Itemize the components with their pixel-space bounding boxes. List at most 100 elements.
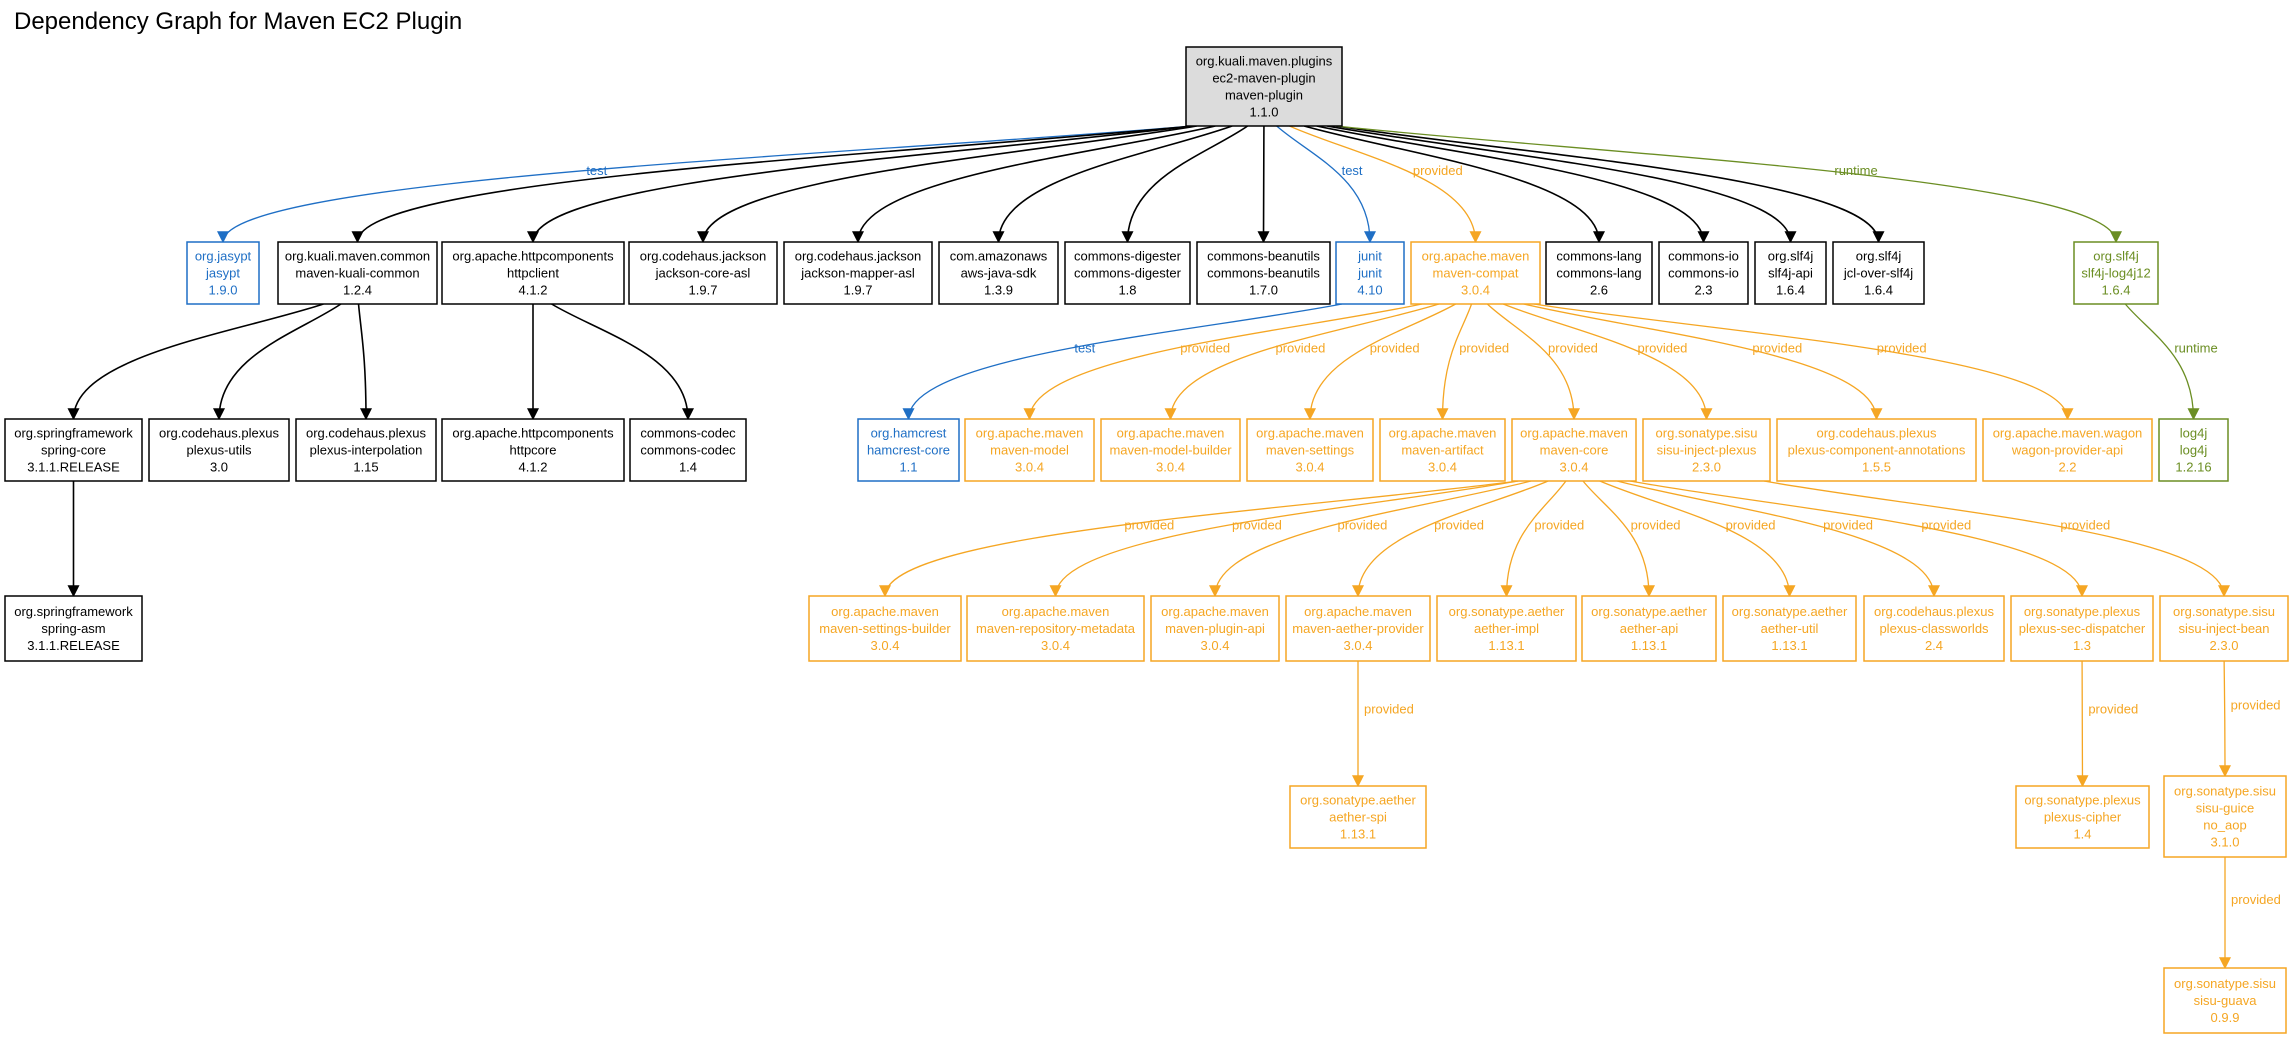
- node-label-line: 3.0.4: [1296, 460, 1325, 475]
- node-label-line: 0.9.9: [2211, 1010, 2240, 1025]
- node-wagon: org.apache.maven.wagonwagon-provider-api…: [1982, 418, 2153, 482]
- edge-root-to-jasypt: [217, 125, 1193, 244]
- node-label-line: 3.0.4: [1201, 638, 1230, 653]
- node-label-line: 1.13.1: [1631, 638, 1667, 653]
- node-label-line: org.apache.maven: [1256, 426, 1364, 441]
- node-label-line: commons-lang: [1556, 249, 1641, 264]
- edge-httpclient-to-codec: [551, 303, 694, 421]
- node-label-line: org.sonatype.plexus: [2024, 793, 2141, 808]
- node-box: [1545, 241, 1653, 305]
- node-label-line: 2.3.0: [1692, 460, 1721, 475]
- node-label-line: plexus-classworlds: [1879, 621, 1989, 636]
- node-label-line: 3.0: [210, 460, 228, 475]
- node-label-line: slf4j-api: [1768, 266, 1813, 281]
- node-label-line: aether-spi: [1329, 810, 1387, 825]
- node-label-line: org.apache.httpcomponents: [452, 426, 614, 441]
- edge-label-maven_core-to-aether_api: provided: [1631, 518, 1681, 533]
- node-label-line: org.codehaus.plexus: [159, 426, 279, 441]
- edge-label-sisu_bean-to-sisu_guice: provided: [2231, 698, 2281, 713]
- node-label-line: org.codehaus.jackson: [795, 249, 921, 264]
- node-box: [277, 241, 438, 305]
- node-box: [1246, 418, 1374, 482]
- node-label-line: org.apache.maven: [1389, 426, 1497, 441]
- node-label-line: 2.2: [2058, 460, 2076, 475]
- node-label-line: 1.9.7: [844, 283, 873, 298]
- node-label-line: org.jasypt: [195, 249, 252, 264]
- node-label-line: 1.9.0: [209, 283, 238, 298]
- edge-maven_core-to-aether_impl: [1500, 480, 1567, 598]
- edge-label-root-to-jasypt: test: [586, 163, 607, 178]
- node-label-line: com.amazonaws: [950, 249, 1048, 264]
- edge-label-compat-to-maven_model: provided: [1180, 341, 1230, 356]
- node-label-line: 1.7.0: [1249, 283, 1278, 298]
- node-label-line: maven-kuali-common: [295, 266, 419, 281]
- edge-compat-to-comp_annot: [1523, 303, 1883, 421]
- node-box: [1581, 595, 1717, 662]
- node-box: [2158, 418, 2229, 482]
- node-box: [2159, 595, 2289, 662]
- node-label-line: jackson-mapper-asl: [800, 266, 915, 281]
- node-label-line: 1.3.9: [984, 283, 1013, 298]
- node-label-line: maven-plugin-api: [1165, 621, 1265, 636]
- edge-sisu_bean-to-sisu_guice: [2218, 660, 2231, 778]
- node-box: [148, 418, 290, 482]
- node-box: [1863, 595, 2005, 662]
- node-label-line: maven-settings: [1266, 443, 1355, 458]
- node-label-line: 1.3: [2073, 638, 2091, 653]
- node-repo_meta: org.apache.mavenmaven-repository-metadat…: [966, 595, 1145, 662]
- edge-root-to-httpclient: [527, 125, 1193, 244]
- node-label-line: sisu-inject-bean: [2178, 621, 2269, 636]
- edge-label-maven_core-to-settings_builder: provided: [1124, 518, 1174, 533]
- node-label-line: 3.0.4: [1041, 638, 1070, 653]
- node-box: [1722, 595, 1857, 662]
- node-box: [1436, 595, 1577, 662]
- edge-label-root-to-slf4j_log4j: runtime: [1834, 163, 1877, 178]
- node-label-line: plexus-component-annotations: [1788, 443, 1966, 458]
- node-label-line: sisu-inject-plexus: [1657, 443, 1757, 458]
- node-label-line: 1.6.4: [1776, 283, 1805, 298]
- node-label-line: org.sonatype.aether: [1591, 604, 1707, 619]
- node-box: [1658, 241, 1749, 305]
- nodes-layer: org.kuali.maven.pluginsec2-maven-pluginm…: [4, 46, 2289, 1034]
- node-label-line: 1.2.4: [343, 283, 372, 298]
- edge-root-to-digester: [1121, 125, 1249, 244]
- edge-label-compat-to-wagon: provided: [1877, 341, 1927, 356]
- node-box: [1832, 241, 1925, 305]
- edge-compat-to-maven_artifact: [1436, 303, 1473, 421]
- node-label-line: sisu-guice: [2196, 801, 2255, 816]
- node-label-line: maven-compat: [1433, 266, 1519, 281]
- node-label-line: 3.1.1.RELEASE: [27, 638, 120, 653]
- edge-root-to-kuali_common: [351, 125, 1193, 244]
- edge-maven_core-to-settings_builder: [879, 480, 1519, 598]
- edge-label-sec_disp-to-cipher: provided: [2088, 701, 2138, 716]
- node-root: org.kuali.maven.pluginsec2-maven-pluginm…: [1185, 46, 1343, 127]
- node-box: [2010, 595, 2154, 662]
- node-label-line: org.kuali.maven.common: [285, 249, 430, 264]
- edge-root-to-compat: [1289, 125, 1482, 244]
- node-label-line: org.slf4j: [1768, 249, 1814, 264]
- node-label-line: org.sonatype.aether: [1732, 604, 1848, 619]
- node-label-line: org.codehaus.jackson: [640, 249, 766, 264]
- node-jackson_core: org.codehaus.jacksonjackson-core-asl1.9.…: [628, 241, 778, 305]
- node-label-line: org.codehaus.plexus: [306, 426, 426, 441]
- node-box: [857, 418, 960, 482]
- node-box: [1285, 595, 1431, 662]
- node-box: [441, 241, 625, 305]
- node-label-line: 1.15: [353, 460, 378, 475]
- node-label-line: commons-io: [1668, 266, 1739, 281]
- node-label-line: maven-artifact: [1401, 443, 1484, 458]
- node-box: [441, 418, 625, 482]
- node-label-line: 2.3: [1694, 283, 1712, 298]
- node-label-line: org.apache.maven: [831, 604, 939, 619]
